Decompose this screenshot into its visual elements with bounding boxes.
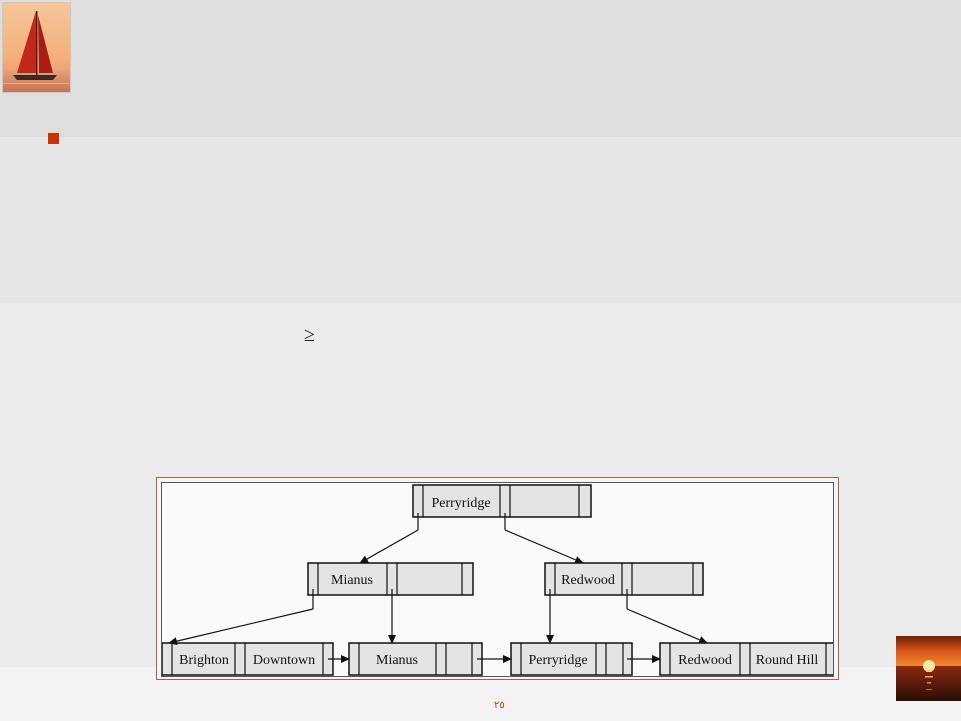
internal-node-left: Mianus bbox=[307, 562, 474, 596]
title-band bbox=[0, 0, 961, 137]
leaf-node-1: Brighton Downtown bbox=[161, 642, 334, 676]
leaf-2-key-1: Mianus bbox=[376, 653, 418, 668]
greater-equal-symbol: ≥ bbox=[304, 324, 315, 346]
internal-right-key: Redwood bbox=[561, 573, 615, 588]
bplus-tree-figure: Perryridge Mianus Redwood bbox=[156, 477, 839, 680]
pointer-left-to-leaf-1 bbox=[168, 608, 314, 646]
pointer-right-to-leaf-4 bbox=[626, 608, 708, 644]
leaf-3-key-1: Perryridge bbox=[528, 653, 587, 668]
leaf-node-2: Mianus bbox=[348, 642, 483, 676]
figure-canvas: Perryridge Mianus Redwood bbox=[161, 482, 838, 677]
bullet-marker bbox=[48, 133, 59, 144]
content-band bbox=[0, 137, 961, 303]
leaf-1-key-1: Brighton bbox=[179, 653, 229, 668]
leaf-node-4: Redwood Round Hill bbox=[659, 642, 838, 676]
sunset-image bbox=[896, 636, 961, 701]
leaf-node-3: Perryridge bbox=[510, 642, 633, 676]
leaf-4-key-2: Round Hill bbox=[756, 653, 819, 668]
sailboat-logo-image bbox=[2, 2, 71, 93]
internal-node-right: Redwood bbox=[544, 562, 704, 596]
root-key: Perryridge bbox=[431, 496, 490, 511]
pointer-root-to-right bbox=[504, 529, 584, 564]
leaf-1-key-2: Downtown bbox=[253, 653, 315, 668]
root-node: Perryridge bbox=[412, 484, 592, 518]
pointer-root-to-left bbox=[359, 529, 419, 564]
tree-diagram: Perryridge Mianus Redwood bbox=[161, 484, 838, 676]
internal-left-key: Mianus bbox=[331, 573, 373, 588]
leaf-4-key-1: Redwood bbox=[678, 653, 732, 668]
page-number: ٢٥ bbox=[494, 700, 505, 711]
